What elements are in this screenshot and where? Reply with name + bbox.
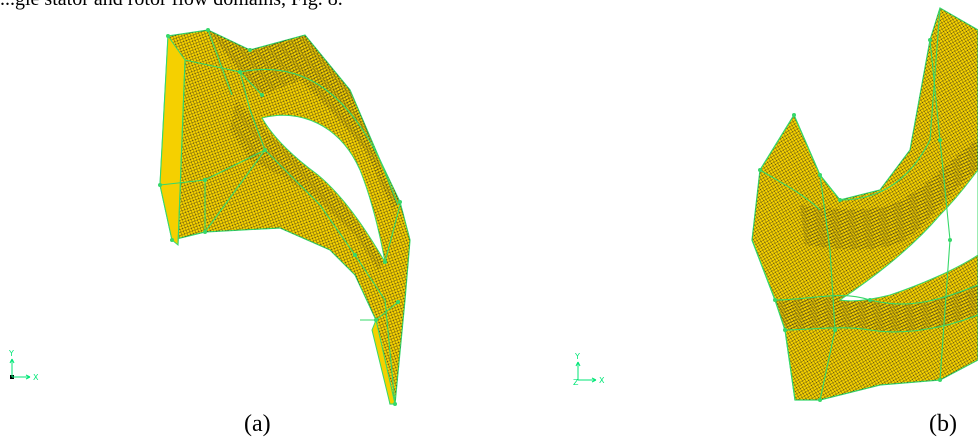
stator-passage-mesh xyxy=(159,29,411,405)
x-axis-label: X xyxy=(599,376,605,385)
mesh-figure-a: X Y xyxy=(8,28,411,406)
coordinate-triad-b: X Y Z xyxy=(573,352,605,387)
mesh-figure-b: X Y Z xyxy=(573,7,978,402)
vertex-markers-b xyxy=(758,38,952,402)
caption-a: (a) xyxy=(244,411,271,437)
figure-panel-b: X Y Z (b) xyxy=(540,0,978,443)
caption-b: (b) xyxy=(929,411,957,437)
y-axis-label: Y xyxy=(8,349,14,358)
rotor-passage-mesh xyxy=(751,7,978,401)
x-axis-label: X xyxy=(33,373,39,382)
cut-off-text-line: ...gle stator and rotor flow domains, Fi… xyxy=(0,0,978,12)
z-axis-label: Z xyxy=(573,378,579,387)
coordinate-triad-a: X Y xyxy=(8,349,39,382)
figure-panel-a: X Y (a) xyxy=(0,0,460,443)
vertex-markers xyxy=(158,28,402,406)
y-axis-label: Y xyxy=(574,352,580,361)
